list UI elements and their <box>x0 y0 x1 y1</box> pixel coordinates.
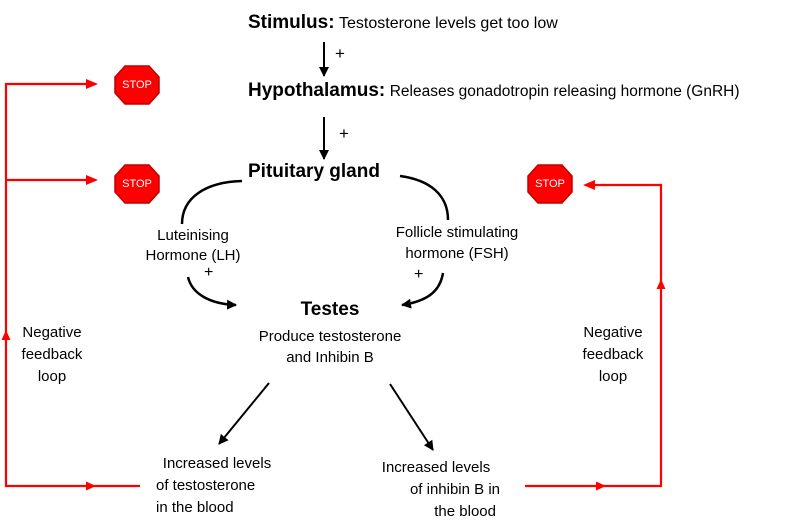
left-feedback-arrowheads <box>1 79 98 491</box>
inhibin-blood-label: Increased levels of inhibin B in the blo… <box>362 457 510 523</box>
feedback-right-line-2: feedback <box>582 346 644 363</box>
fsh-line-2: hormone (FSH) <box>405 245 509 262</box>
fsh-line-1: Follicle stimulating <box>395 224 519 241</box>
stop-octagon-icon <box>114 164 160 204</box>
stop-sign-pituitary-right: STOP <box>527 164 573 204</box>
negative-feedback-left-label: Negative feedback loop <box>12 322 92 388</box>
right-feedback-loop <box>525 183 663 488</box>
testes-line-2: and Inhibin B <box>286 349 374 366</box>
testes-label: Testes <box>300 299 360 320</box>
hypothalamus-line: Hypothalamus: Releases gonadotropin rele… <box>248 80 740 102</box>
testes-line-1: Produce testosterone <box>258 328 402 345</box>
arrow-testes-to-testosterone <box>218 382 270 445</box>
arc-pituitary-to-lh <box>180 179 243 225</box>
arrow-fsh-to-testes <box>401 272 445 309</box>
stimulus-line: Stimulus: Testosterone levels get too lo… <box>248 12 558 34</box>
hypothalamus-label: Hypothalamus: <box>248 80 386 101</box>
pituitary-label: Pituitary gland <box>248 161 380 182</box>
stop-octagon-icon <box>114 65 160 105</box>
testes-description: Produce testosterone and Inhibin B <box>235 326 425 368</box>
testosterone-line-1: Increased levels <box>162 455 272 472</box>
negative-feedback-right-label: Negative feedback loop <box>573 322 653 388</box>
plus-sign-hypothalamus: + <box>339 124 349 143</box>
hypothalamus-text: Releases gonadotropin releasing hormone … <box>389 83 740 100</box>
stop-octagon-icon <box>527 164 573 204</box>
stimulus-label: Stimulus: <box>248 12 335 33</box>
left-feedback-loop <box>4 82 140 488</box>
arrow-lh-to-testes <box>186 276 237 310</box>
fsh-label: Follicle stimulating hormone (FSH) <box>372 222 542 264</box>
right-feedback-arrowheads <box>583 180 666 491</box>
arrow-testes-to-inhibin <box>389 383 434 451</box>
plus-sign-fsh: + <box>414 266 424 283</box>
feedback-right-line-1: Negative <box>583 324 643 341</box>
feedback-left-line-3: loop <box>37 368 67 385</box>
stop-text-3: STOP <box>535 178 565 190</box>
testosterone-line-2: of testosterone <box>156 477 256 494</box>
lh-line-1: Luteinising <box>157 227 229 244</box>
inhibin-line-1: Increased levels <box>381 459 491 476</box>
stop-sign-hypothalamus: STOP <box>114 65 160 105</box>
arc-pituitary-to-fsh <box>399 174 450 221</box>
stop-text-2: STOP <box>122 178 152 190</box>
inhibin-line-3: the blood <box>434 503 496 520</box>
lh-label: Luteinising Hormone (LH) <box>128 226 258 266</box>
feedback-right-line-3: loop <box>598 368 628 385</box>
stimulus-text: Testosterone levels get too low <box>339 15 558 32</box>
lh-line-2: Hormone (LH) <box>145 247 241 264</box>
inhibin-line-2: of inhibin B in <box>409 481 500 498</box>
plus-sign-lh: + <box>204 264 214 281</box>
stop-text-1: STOP <box>122 79 152 91</box>
feedback-left-line-1: Negative <box>22 324 82 341</box>
plus-sign-stimulus: + <box>335 44 345 63</box>
testosterone-line-3: in the blood <box>156 499 234 516</box>
feedback-left-line-2: feedback <box>21 346 83 363</box>
testosterone-blood-label: Increased levels of testosterone in the … <box>143 453 291 519</box>
stop-sign-pituitary-left: STOP <box>114 164 160 204</box>
